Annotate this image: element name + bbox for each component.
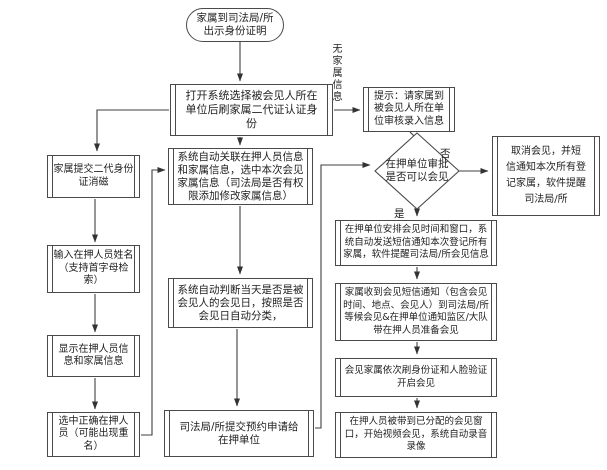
flow-node-verify-identity: 会见家属依次刷身份证和人脸验证 开启会见	[335, 358, 497, 397]
flow-node-start-text: 家属到司法局/所 出示身份证明	[196, 12, 274, 37]
flow-node-auto-link: 系统自动关联在押人员信息 和家属信息，选中本次会见 家属信息（司法局是否有权 限…	[168, 148, 313, 205]
flow-node-show-info-text: 显示在押人员信 息和家属信息	[58, 343, 129, 368]
flow-node-show-info: 显示在押人员信 息和家属信息	[47, 335, 140, 377]
flow-node-auto-link-text: 系统自动关联在押人员信息 和家属信息，选中本次会见 家属信息（司法局是否有权 限…	[177, 150, 304, 202]
flow-node-verify-identity-text: 会见家属依次刷身份证和人脸验证 开启会见	[344, 365, 488, 389]
flow-node-cancel-meeting: 取消会见，并短 信通知本次所有登 记家属，软件提醒 司法局/所	[492, 136, 600, 216]
flow-node-approve-decision-text: 在押单位审批 是否可以会见	[385, 158, 449, 183]
edge-label-yes: 是	[394, 208, 405, 220]
edge-open-system-to-id-demagnetized	[94, 109, 169, 152]
flow-node-video-meeting-text: 在押人员被带到已分配的会见窗 口，开始视频会见，系统自动录音 录像	[344, 416, 488, 453]
flow-node-select-person: 选中正确在押人 员（可能出现重 名）	[47, 412, 140, 457]
edge-submit-apply-to-decision	[315, 162, 371, 429]
flow-node-prompt-no-family: 提示：请家属到 被会见人所在单 位审核录入信息	[363, 87, 455, 132]
flow-node-input-name: 输入在押人员姓名 （支持首字母检 索）	[47, 245, 140, 293]
flow-node-video-meeting: 在押人员被带到已分配的会见窗 口，开始视频会见，系统自动录音 录像	[335, 412, 497, 458]
flow-node-select-person-text: 选中正确在押人 员（可能出现重 名）	[58, 415, 129, 452]
edge-label-no-family-info: 无家属信息	[332, 44, 343, 103]
flow-node-input-name-text: 输入在押人员姓名 （支持首字母检 索）	[53, 250, 134, 287]
flow-node-family-notified: 家属收到会见短信通知（包含会见 时间、地点、会见人）到司法局/所 等候会见&在押…	[335, 283, 497, 341]
flow-node-auto-judge: 系统自动判断当天是否是被 会见人的会见日，按照是否 会见日自动分类，	[168, 278, 313, 328]
flow-node-arrange-meeting: 在押单位安排会见时间和窗口，系 统自动发送短信通知本次登记所有 家属，软件提醒司…	[335, 220, 497, 266]
flow-node-id-demagnetized-text: 家属提交二代身份 证消磁	[53, 164, 134, 188]
flow-node-submit-apply: 司法局/所提交预约申请给 在押单位	[164, 410, 314, 457]
edge-select-person-to-auto-link	[141, 167, 166, 436]
flow-node-approve-decision: 在押单位审批 是否可以会见	[377, 156, 457, 186]
decision-diamond-shape	[374, 132, 460, 210]
flow-node-auto-judge-text: 系统自动判断当天是否是被 会见人的会见日，按照是否 会见日自动分类，	[177, 283, 304, 322]
edge-label-no: 否	[440, 148, 451, 160]
flow-node-arrange-meeting-text: 在押单位安排会见时间和窗口，系 统自动发送短信通知本次登记所有 家属，软件提醒司…	[343, 224, 489, 261]
flow-node-family-notified-text: 家属收到会见短信通知（包含会见 时间、地点、会见人）到司法局/所 等候会见&在押…	[343, 287, 489, 336]
flow-node-prompt-no-family-text: 提示：请家属到 被会见人所在单 位审核录入信息	[374, 90, 444, 127]
flow-node-start: 家属到司法局/所 出示身份证明	[186, 8, 284, 42]
flow-node-id-demagnetized: 家属提交二代身份 证消磁	[47, 155, 140, 198]
flow-node-cancel-meeting-text: 取消会见，并短 信通知本次所有登 记家属，软件提醒 司法局/所	[506, 146, 586, 205]
flow-node-open-system-text: 打开系统选择被会见人所在 单位后刷家属二代证认证身 份	[185, 89, 318, 130]
flow-node-open-system: 打开系统选择被会见人所在 单位后刷家属二代证认证身 份	[170, 84, 333, 136]
flow-node-submit-apply-text: 司法局/所提交预约申请给 在押单位	[179, 420, 299, 446]
